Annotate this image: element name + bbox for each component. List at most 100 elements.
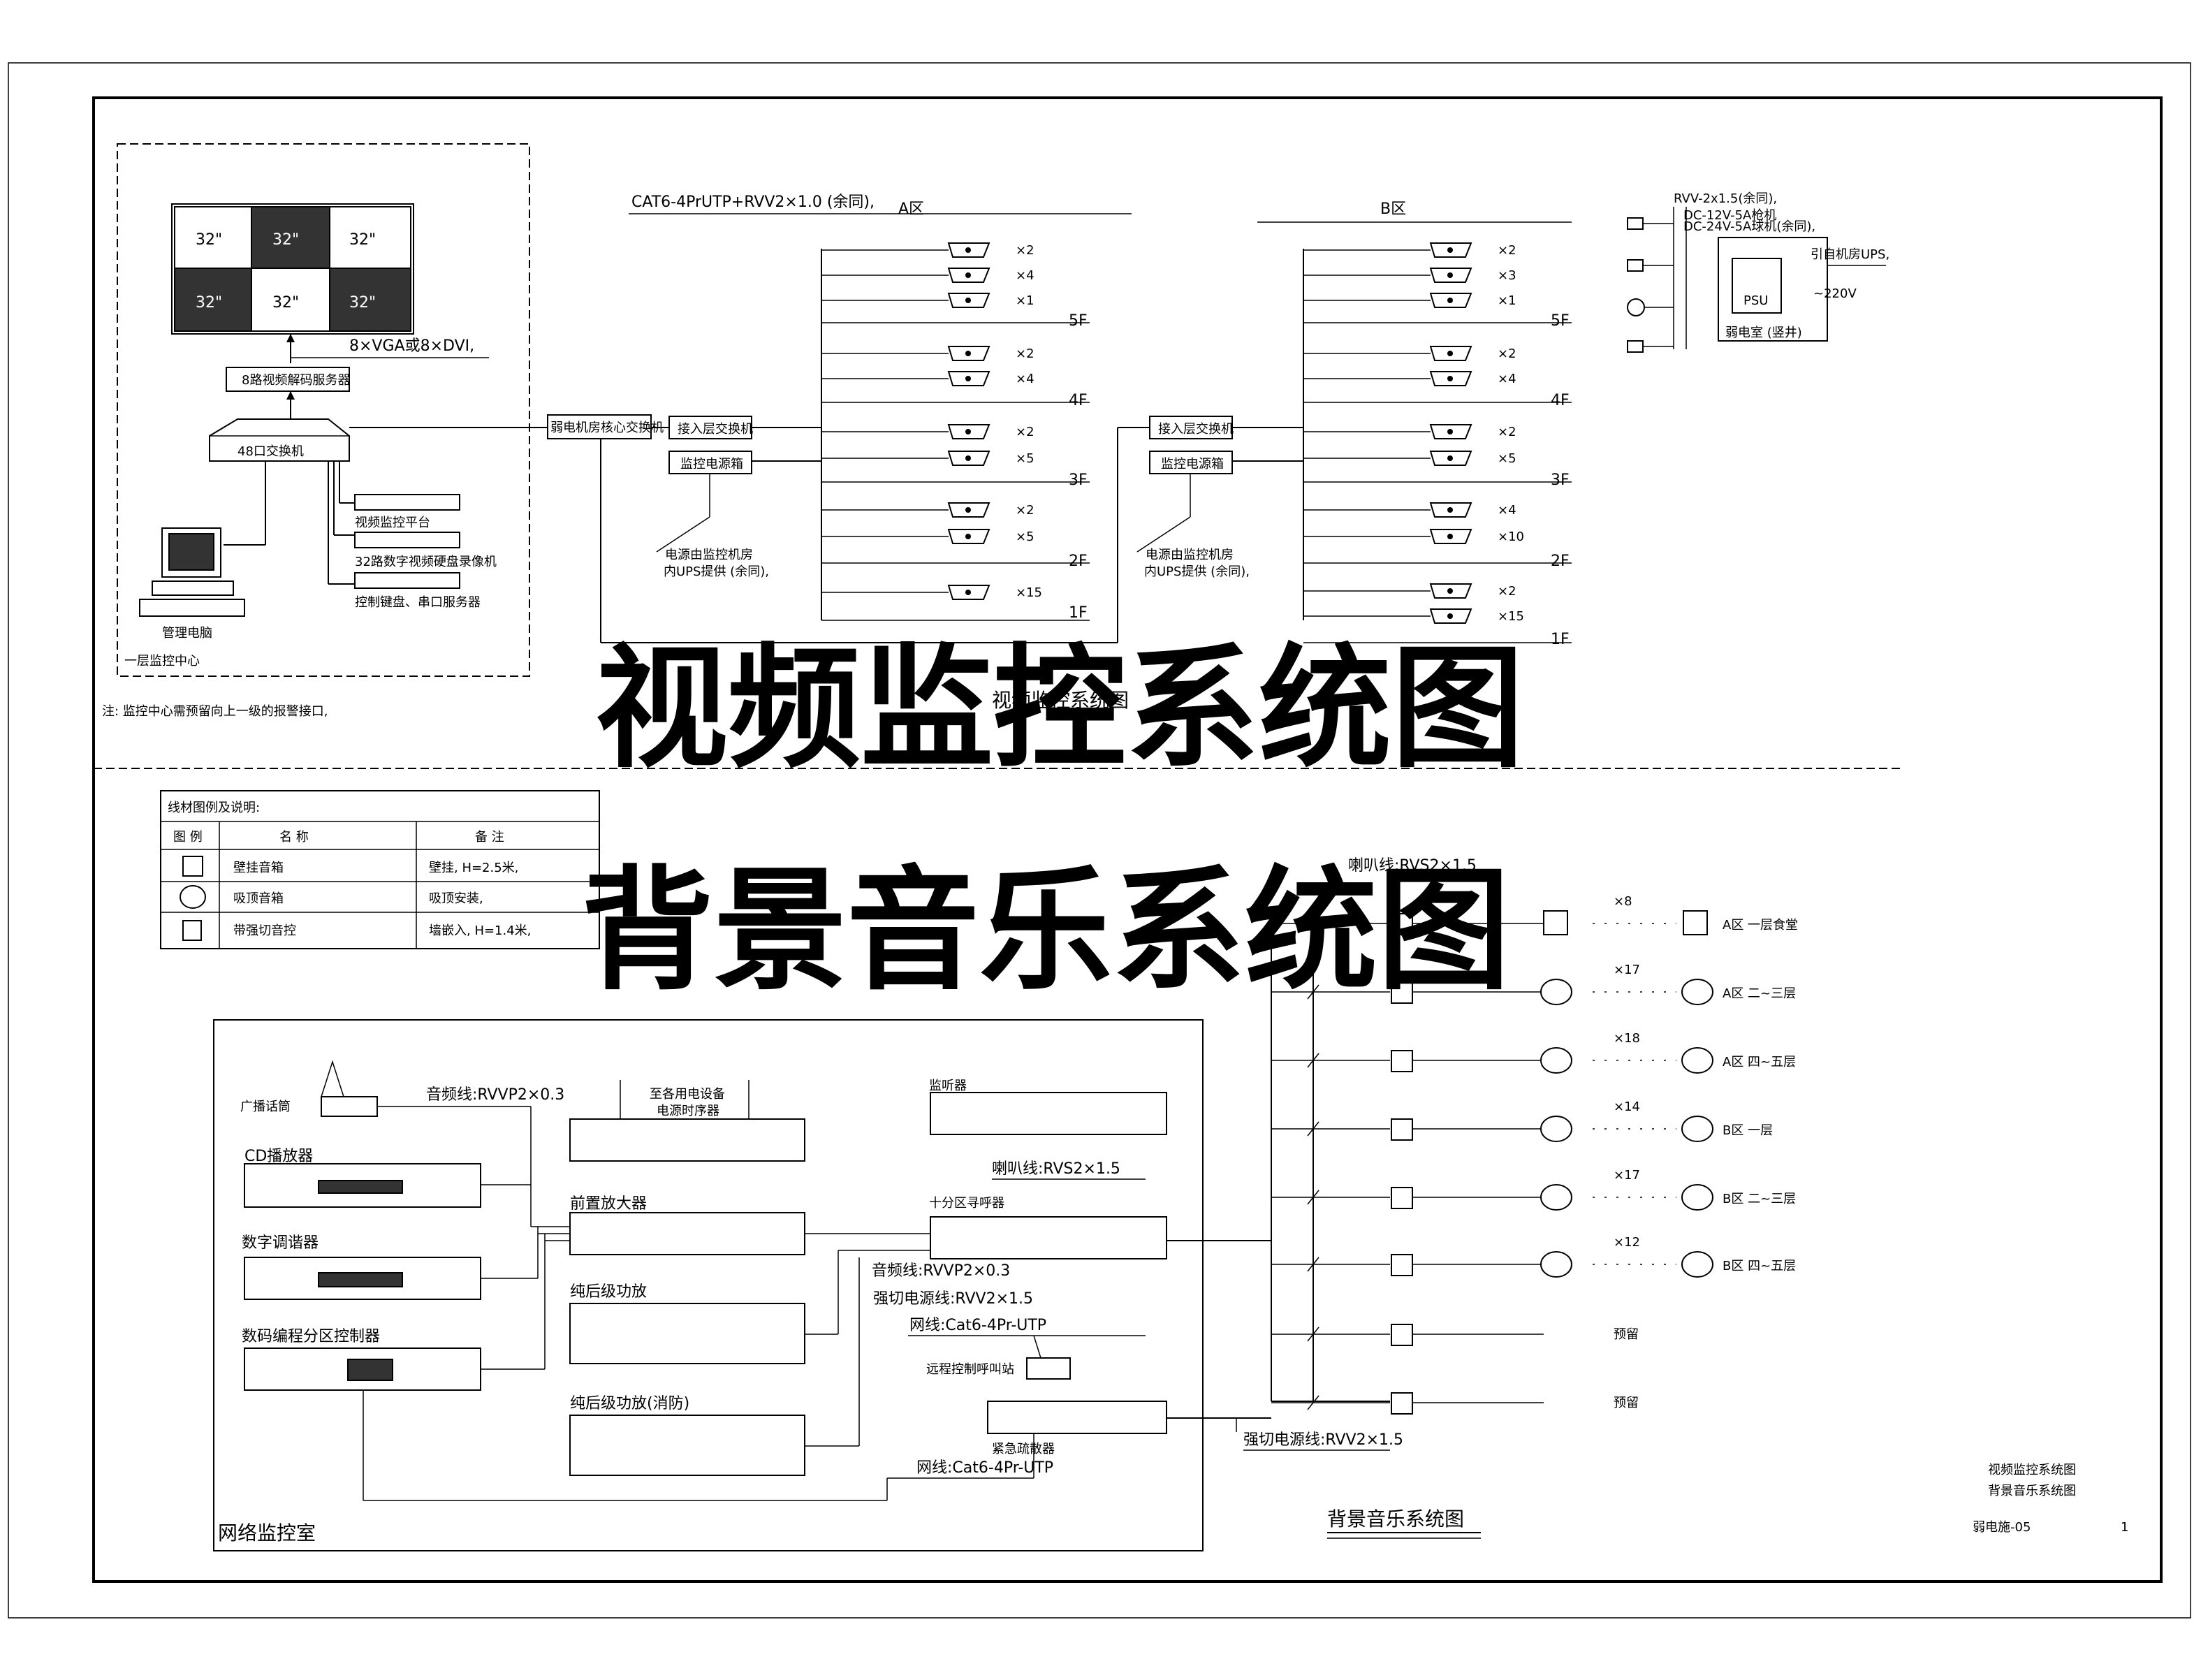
monitor-center-boundary [117,143,530,677]
power-box-b [1149,451,1233,474]
speaker-count: ×14 [1614,1100,1640,1114]
volume-control-icon [182,920,202,941]
floor-label: 2F [1551,553,1570,570]
camera-count: ×2 [1016,503,1034,518]
preamp-label: 前置放大器 [570,1195,647,1213]
volume-control-icon [1391,1187,1413,1209]
zone-label: A区 四~五层 [1723,1055,1796,1069]
dome-camera-icon [1627,298,1645,316]
video-note: 注: 监控中心需预留向上一级的报警接口, [102,704,328,719]
ceiling-speaker-icon [1681,1047,1713,1074]
switch-48-label: 48口交换机 [237,444,304,459]
cut-cable-label: 强切电源线:RVV2×1.5 [1243,1431,1403,1449]
arrow-up-icon [286,391,295,400]
zone-controller-label: 数码编程分区控制器 [242,1328,380,1345]
psu-dc12-note: DC-12V-5A枪机 [1683,208,1776,223]
remote-station-label: 远程控制呼叫站 [926,1362,1014,1377]
speaker-count: ×17 [1614,1168,1640,1183]
camera-icon [947,346,990,361]
title-block: 视频监控系统图 背景音乐系统图 弱电施-05 1 [1973,1463,2128,1535]
wall-screen-label: 32" [196,294,222,312]
volume-control-icon [1391,1392,1413,1415]
floor-label: 3F [1069,472,1088,489]
ceiling-speaker-icon [1540,979,1572,1005]
camera-icon [1429,371,1472,386]
cd-label: CD播放器 [244,1148,313,1165]
volume-control-icon [1391,981,1413,1004]
camera-count: ×15 [1498,609,1524,624]
camera-icon [1429,293,1472,308]
camera-count: ×2 [1016,243,1034,258]
camera-count: ×4 [1016,372,1034,386]
power-sequencer-label: 电源时序器 [657,1104,719,1118]
power-sequencer-note: 至各用电设备 [650,1087,725,1102]
wall-screen-label: 32" [349,231,376,249]
camera-icon [1429,608,1472,624]
arrow-up-icon [286,334,295,342]
ceiling-speaker-icon [1681,979,1713,1005]
camera-icon [1627,340,1644,353]
preamplifier [569,1212,805,1255]
ups-note-a: 电源由监控机房 [665,548,753,562]
zone-b-cameras: ×2×3×1×2×4×2×5×4×10×2×15 [1303,242,1524,624]
power-amplifier [569,1303,805,1364]
power-sequencer [569,1118,805,1162]
keyboard-device [354,572,460,589]
legend-row-remark: 吸顶安装, [429,891,483,906]
music-subtitle: 背景音乐系统图 [1327,1507,1464,1531]
legend-row-remark: 壁挂, H=2.5米, [429,861,518,875]
camera-icon [947,293,990,308]
ceiling-speaker-icon [1540,1047,1572,1074]
zone-label: A区 二~三层 [1723,986,1796,1001]
speaker-cable-label: 喇叭线:RVS2×1.5 [992,1160,1120,1178]
ups-note-b: 内UPS提供 (余同), [1144,564,1250,579]
legend-header: 图 例 [173,830,203,845]
camera-icon [947,424,990,439]
access-switch-a-label: 接入层交换机 [678,422,753,437]
volume-control-icon [1391,1118,1413,1141]
zone-a-label: A区 [898,200,924,218]
camera-icon [1429,424,1472,439]
ceiling-speaker-icon [1681,1116,1713,1142]
power-cable-label: 强切电源线:RVV2×1.5 [873,1290,1033,1308]
legend-row-name: 带强切音控 [233,923,296,938]
ups-note-b: 电源由监控机房 [1146,548,1234,562]
control-room-boundary [213,1019,1204,1551]
zone-b-label: B区 [1380,200,1406,218]
psu-voltage: ~220V [1813,286,1857,301]
title-block-line: 视频监控系统图 [1988,1463,2076,1477]
psu-label: PSU [1743,293,1768,308]
ceiling-speaker-icon [1540,1251,1572,1278]
speaker-count: ×18 [1614,1031,1640,1046]
camera-icon [947,451,990,466]
fire-power-amplifier [569,1415,805,1476]
camera-count: ×4 [1016,268,1034,283]
monitor-speaker [930,1092,1167,1135]
zone-a-riser: 5F 4F 3F 2F 1F [821,249,1090,622]
video-platform-device [354,494,460,511]
camera-icon [1429,268,1472,283]
legend-row-name: 吸顶音箱 [233,891,284,906]
management-pc-label: 管理电脑 [162,626,212,641]
psu-ups-note: 引自机房UPS, [1811,247,1889,262]
psu-dc24-note: DC-24V-5A球机(余同), [1683,219,1815,234]
wall-speaker-icon [1683,910,1708,935]
camera-icon [947,371,990,386]
title-block-line: 背景音乐系统图 [1988,1484,2076,1498]
amp1-label: 纯后级功放 [570,1283,647,1301]
decoder-server [226,367,350,392]
monitor-center-label: 一层监控中心 [124,654,200,669]
psu-cable-note: RVV-2x1.5(余同), [1674,191,1777,206]
camera-count: ×2 [1016,346,1034,361]
video-surveillance-section: 一层监控中心 32" 32" 32" 32" 32" 32" 8×VGA或8×D… [102,143,1889,719]
camera-icon [1429,529,1472,544]
background-music-section: 线材图例及说明: 图 例 名 称 备 注 壁挂音箱 壁挂, H=2.5米, 吸顶… [160,790,1798,1551]
camera-count: ×5 [1498,451,1516,466]
camera-icon [947,585,990,600]
wall-screen-label: 32" [196,231,222,249]
legend-title: 线材图例及说明: [168,801,260,815]
legend-row-name: 壁挂音箱 [233,861,284,875]
speaker-count: ×17 [1614,963,1640,977]
management-pc-icon [139,527,245,617]
